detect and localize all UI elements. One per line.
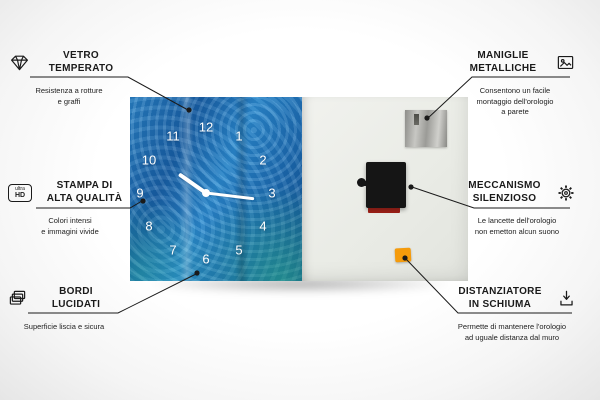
callout-description: Colori intensi e immagini vivide (41, 216, 99, 236)
layers-icon (8, 289, 27, 308)
clock-front-face: 12 1 2 3 4 5 6 7 8 9 10 11 (130, 97, 302, 281)
clock-number: 7 (169, 242, 177, 258)
diamond-icon (10, 53, 29, 72)
callout-distanziatore-schiuma: DISTANZIATORE IN SCHIUMA Permette di man… (448, 286, 576, 343)
arrow-down-icon (557, 289, 576, 308)
callout-description: Consentono un facile montaggio dell'orol… (476, 86, 554, 116)
callout-title: DISTANZIATORE IN SCHIUMA (458, 286, 542, 310)
mechanism-knob (357, 178, 366, 187)
clock-number: 8 (145, 218, 153, 234)
callout-stampa-alta-qualita: ultra HD STAMPA DI ALTA QUALITÀ Colori i… (8, 180, 132, 237)
ultra-hd-label: ultra (15, 185, 25, 192)
gear-icon (556, 183, 576, 203)
callout-bordi-lucidati: BORDI LUCIDATI Superficie liscia e sicur… (8, 286, 120, 333)
clock-center-cap (202, 189, 210, 197)
clock-number: 11 (166, 128, 180, 144)
hanger-slot (414, 114, 419, 125)
minute-hand (205, 191, 254, 201)
clock-number: 2 (259, 152, 267, 168)
picture-frame-icon (556, 53, 575, 72)
callout-meccanismo-silenzioso: MECCANISMO SILENZIOSO Le lancette dell'o… (458, 180, 576, 237)
clock-number: 10 (141, 152, 157, 168)
callout-maniglie-metalliche: MANIGLIE METALLICHE Consentono un facile… (455, 50, 575, 118)
callout-title: BORDI LUCIDATI (51, 286, 101, 310)
clock-number: 9 (136, 185, 144, 201)
callout-title: STAMPA DI ALTA QUALITÀ (46, 180, 123, 204)
clock-mechanism (366, 162, 406, 208)
callout-title: MANIGLIE METALLICHE (469, 50, 537, 74)
clock-number: 4 (259, 218, 267, 234)
ultra-hd-icon: ultra HD (8, 183, 32, 202)
metal-hanger-plate (405, 110, 447, 147)
clock-back-view (302, 97, 468, 281)
callout-title: MECCANISMO SILENZIOSO (468, 180, 541, 204)
callout-description: Le lancette dell'orologio non emetton al… (474, 216, 560, 236)
callout-description: Resistenza a rotture e graffi (35, 86, 103, 106)
clock-number: 5 (235, 242, 243, 258)
mechanism-shaft (364, 181, 372, 186)
callout-description: Superficie liscia e sicura (23, 322, 105, 331)
callout-title: VETRO TEMPERATO (48, 50, 114, 74)
clock-number: 1 (235, 128, 243, 144)
foam-spacer (394, 247, 412, 263)
callout-description: Permette di mantenere l'orologio ad ugua… (457, 322, 567, 342)
clock-number: 6 (202, 251, 210, 267)
clock-number: 12 (198, 119, 214, 135)
clock-number: 3 (268, 185, 276, 201)
callout-vetro-temperato: VETRO TEMPERATO Resistenza a rotture e g… (10, 50, 128, 107)
ultra-hd-label: HD (14, 191, 26, 199)
